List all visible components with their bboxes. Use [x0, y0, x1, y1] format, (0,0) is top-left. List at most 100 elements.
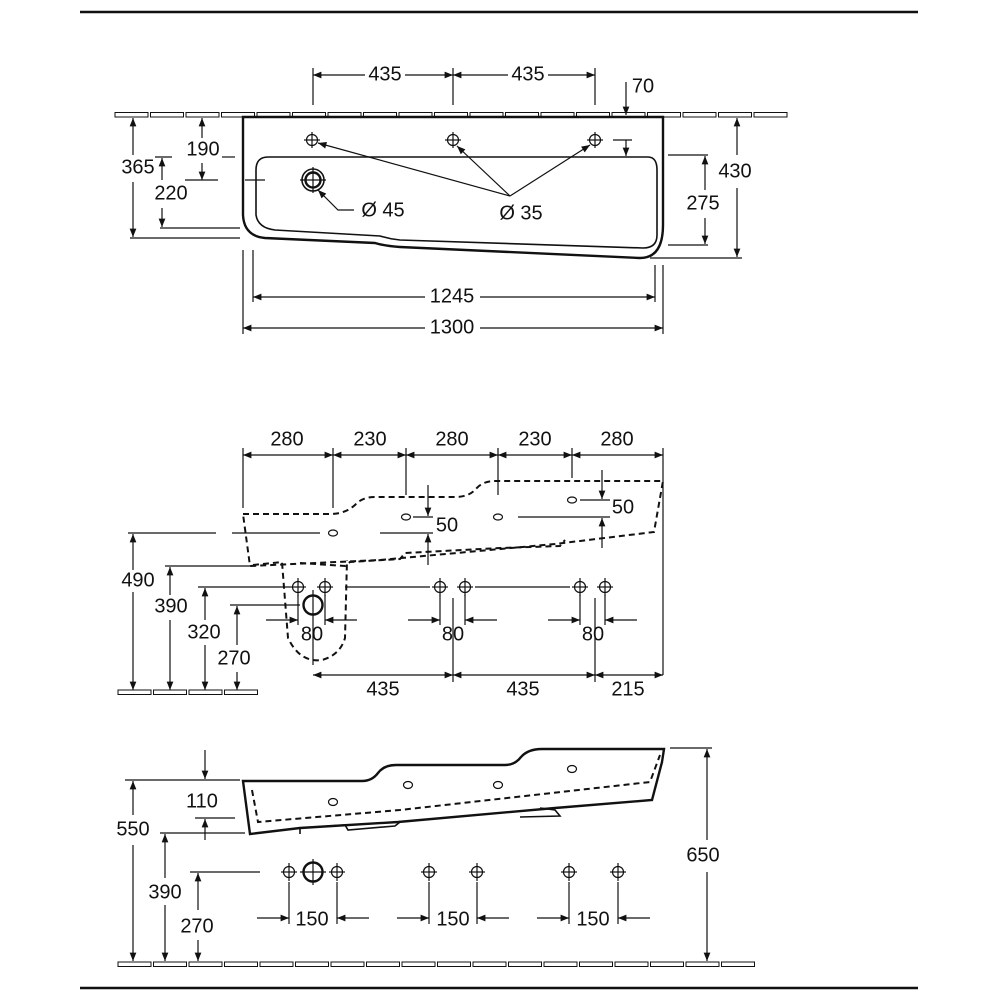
- dim-height: 320: [187, 621, 220, 643]
- dim-step-left: 50: [436, 514, 458, 536]
- wall-tile: [718, 112, 752, 118]
- dim-70: 70: [632, 75, 654, 97]
- dim-segment: 230: [518, 428, 551, 450]
- fixing-holes: [290, 578, 613, 596]
- tap-hole: [304, 132, 320, 148]
- fixing-hole: [561, 863, 577, 881]
- dim-430: 430: [718, 160, 751, 182]
- dim-275: 275: [686, 192, 719, 214]
- dim-190: 190: [186, 138, 219, 160]
- dim-390: 390: [148, 881, 181, 903]
- dim-bottom: 435: [366, 678, 399, 700]
- tap-hole: [445, 132, 461, 148]
- dim-height: 390: [154, 595, 187, 617]
- floor-tile: [508, 961, 542, 967]
- bowl-outline: [255, 156, 658, 249]
- dim-270: 270: [180, 915, 213, 937]
- dim-segment: 280: [600, 428, 633, 450]
- tap-hole: [402, 780, 414, 790]
- floor-tile: [224, 961, 258, 967]
- fixing-hole: [432, 578, 448, 596]
- floor-tile: [117, 961, 152, 967]
- inner-hidden-line: [251, 754, 661, 824]
- fixing-hole: [457, 578, 473, 596]
- fixing-hole: [610, 863, 626, 881]
- floor-tile: [543, 961, 578, 967]
- floor-tile: [295, 961, 329, 967]
- dim-1245: 1245: [430, 285, 475, 307]
- drain-hole: [300, 859, 326, 885]
- fixing-hole: [281, 863, 297, 881]
- dim-435-right: 435: [511, 63, 544, 85]
- tap-hole-diameter-label: Ø 35: [499, 202, 542, 224]
- drain-hole: [300, 167, 326, 193]
- floor-tile: [188, 961, 223, 967]
- dim-1300: 1300: [430, 316, 475, 338]
- floor-tile: [188, 689, 223, 695]
- fixing-hole: [469, 863, 485, 881]
- floor-tile: [224, 689, 258, 695]
- wall-tile: [682, 112, 717, 118]
- dim-height: 490: [121, 569, 154, 591]
- floor-tile: [685, 961, 720, 967]
- floor-tile: [472, 961, 507, 967]
- fixing-hole: [329, 863, 345, 881]
- floor-tile: [401, 961, 436, 967]
- dim-bottom: 435: [506, 678, 539, 700]
- dim-365: 365: [121, 156, 154, 178]
- basin-outline: [241, 747, 666, 836]
- fixing-hole: [572, 578, 588, 596]
- dim-80: 80: [301, 623, 323, 645]
- wall-tile: [221, 112, 255, 118]
- dim-segment: 280: [270, 428, 303, 450]
- tap-hole: [587, 132, 603, 148]
- dim-220: 220: [154, 182, 187, 204]
- floor-tile: [721, 961, 755, 967]
- wall-and-floor-hatching: [114, 112, 788, 967]
- wall-tile: [150, 112, 184, 118]
- drain-hole: [302, 590, 324, 665]
- dim-150: 150: [295, 908, 328, 930]
- floor-tile: [650, 961, 684, 967]
- dim-80: 80: [582, 623, 604, 645]
- fixing-hole: [421, 863, 437, 881]
- basin-outline: [241, 115, 665, 260]
- fixing-holes: [281, 863, 626, 881]
- inner-hidden-line: [299, 539, 566, 568]
- floor-tile: [614, 961, 649, 967]
- dim-150: 150: [436, 908, 469, 930]
- wall-tile: [185, 112, 220, 118]
- floor-tile: [153, 689, 187, 695]
- dim-150: 150: [576, 908, 609, 930]
- tap-hole: [566, 764, 578, 774]
- floor-tile: [153, 961, 187, 967]
- dim-110: 110: [186, 790, 218, 812]
- fixing-hole: [317, 578, 333, 596]
- wall-tile: [753, 112, 788, 118]
- dim-segment: 280: [435, 428, 468, 450]
- siphon-cover-outline: [252, 559, 348, 662]
- dim-435-left: 435: [368, 63, 401, 85]
- floor-tile: [437, 961, 471, 967]
- plan-view: 435 435 70 365 190 220 430 275 1245 1300: [121, 63, 751, 338]
- wall-tile: [114, 112, 149, 118]
- elevation-view: 550 110 390 270 650 150 150 150: [116, 747, 720, 961]
- fixing-hole: [290, 578, 306, 596]
- floor-tile: [366, 961, 400, 967]
- siphon-outline: [299, 807, 562, 834]
- tap-hole: [400, 513, 412, 521]
- tap-hole: [327, 797, 339, 807]
- floor-tile: [330, 961, 365, 967]
- floor-tile: [117, 689, 152, 695]
- tap-hole: [327, 529, 339, 537]
- drain-diameter-label: Ø 45: [361, 199, 404, 221]
- dim-step-right: 50: [612, 496, 634, 518]
- floor-tile: [259, 961, 294, 967]
- tap-hole: [492, 513, 504, 521]
- fixing-hole: [597, 578, 613, 596]
- dim-segment: 230: [353, 428, 386, 450]
- dim-550: 550: [116, 818, 149, 840]
- dim-height: 270: [217, 647, 250, 669]
- dim-650: 650: [686, 844, 719, 866]
